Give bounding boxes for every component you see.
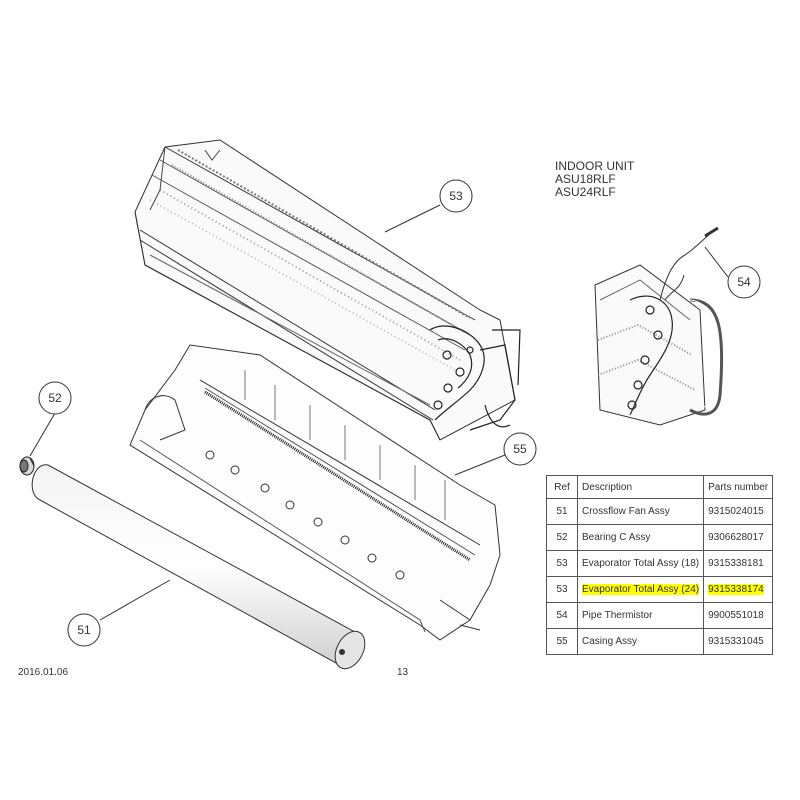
page-number: 13 (397, 667, 409, 678)
callout-52: 52 (48, 391, 62, 405)
row-part-number: 9315338174 (703, 576, 774, 603)
row-description: Evaporator Total Assy (18) (576, 550, 705, 577)
header-part-number: Parts number (703, 475, 774, 499)
callout-circles (38, 179, 761, 647)
table-row-highlighted: 53 Evaporator Total Assy (24) 9315338174 (546, 576, 774, 603)
row-description: Bearing C Assy (576, 524, 705, 551)
table-row: 53 Evaporator Total Assy (18) 9315338181 (546, 550, 774, 577)
row-part-number: 9315024015 (703, 498, 774, 525)
table-row: 52 Bearing C Assy 9306628017 (546, 524, 774, 551)
row-part-number: 9315331045 (703, 628, 774, 655)
row-ref: 53 (546, 550, 578, 577)
row-ref: 55 (546, 628, 578, 655)
callout-53: 53 (449, 189, 463, 203)
row-description: Casing Assy (576, 628, 705, 655)
callout-54: 54 (737, 275, 751, 289)
pipe-thermistor-view (594, 226, 724, 426)
parts-table: Ref Description Parts number 51 Crossflo… (546, 475, 774, 655)
row-description: Crossflow Fan Assy (576, 498, 705, 525)
unit-title-block: INDOOR UNIT ASU18RLF ASU24RLF (555, 160, 634, 199)
table-row: 55 Casing Assy 9315331045 (546, 628, 774, 655)
bearing-part (19, 456, 35, 476)
highlighted-part-number: 9315338174 (708, 584, 764, 595)
row-ref: 52 (546, 524, 578, 551)
header-description: Description (576, 475, 705, 499)
table-header-row: Ref Description Parts number (546, 475, 774, 499)
callout-leader-lines (29, 204, 729, 621)
casing-assembly (129, 344, 501, 641)
model-number: ASU18RLF (555, 172, 616, 186)
row-ref: 53 (546, 576, 578, 603)
callout-51: 51 (77, 623, 91, 637)
row-description: Evaporator Total Assy (24) (576, 576, 705, 603)
table-row: 51 Crossflow Fan Assy 9315024015 (546, 498, 774, 525)
row-part-number: 9900551018 (703, 602, 774, 629)
row-description: Pipe Thermistor (576, 602, 705, 629)
header-ref: Ref (546, 475, 578, 499)
row-ref: 54 (546, 602, 578, 629)
row-part-number: 9315338181 (703, 550, 774, 577)
crossflow-fan (31, 464, 366, 670)
evaporator-assembly (134, 139, 521, 441)
footer-date: 2016.01.06 (18, 667, 69, 678)
row-ref: 51 (546, 498, 578, 525)
table-row: 54 Pipe Thermistor 9900551018 (546, 602, 774, 629)
model-number: ASU24RLF (555, 185, 616, 199)
unit-title: INDOOR UNIT (555, 159, 635, 173)
callout-55: 55 (513, 442, 527, 456)
highlighted-description: Evaporator Total Assy (24) (582, 584, 700, 595)
row-part-number: 9306628017 (703, 524, 774, 551)
